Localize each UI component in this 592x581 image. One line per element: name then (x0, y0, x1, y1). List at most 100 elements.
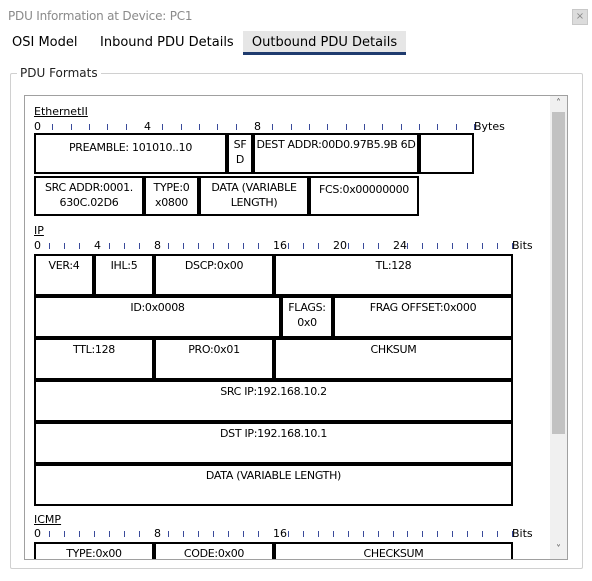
ruler-tick (318, 531, 319, 537)
ip-ver-field: VER:4 (34, 254, 94, 296)
ip-checksum-field: CHKSUM (274, 338, 513, 380)
ip-src-ip-field: SRC IP:192.168.10.2 (34, 380, 513, 422)
ethernet-dest-addr-field: DEST ADDR:00D0.97B5.9B 6D (253, 133, 419, 174)
icmp-section-title: ICMP (34, 513, 62, 526)
ip-unit-label: Bits (512, 239, 533, 252)
ruler-tick (107, 124, 108, 130)
ruler-number: 16 (273, 527, 287, 540)
ethernet-preamble-field: PREAMBLE: 101010..10 (34, 133, 227, 174)
ruler-tick (79, 531, 80, 537)
ruler-tick (474, 124, 475, 130)
ruler-tick (407, 531, 408, 537)
ruler-tick (236, 124, 237, 130)
tab-inbound-pdu-details[interactable]: Inbound PDU Details (100, 35, 234, 50)
ruler-number: 8 (254, 120, 261, 133)
ruler-tick (162, 124, 163, 130)
tab-outbound-pdu-details[interactable]: Outbound PDU Details (243, 31, 406, 55)
ruler-tick (181, 124, 182, 130)
ruler-tick (71, 124, 72, 130)
ruler-tick (467, 243, 468, 249)
ruler-tick (482, 531, 483, 537)
ip-section-title: IP (34, 224, 44, 237)
ruler-tick (327, 124, 328, 130)
ruler-tick (482, 243, 483, 249)
scrollbar-thumb[interactable] (552, 112, 565, 434)
ruler-tick (126, 124, 127, 130)
ethernet-unit-label: Bytes (474, 120, 505, 133)
ruler-tick (198, 531, 199, 537)
ethernet-type-field: TYPE:0 x0800 (144, 176, 199, 216)
ruler-tick (291, 124, 292, 130)
ruler-number: 0 (34, 527, 41, 540)
ruler-tick (168, 243, 169, 249)
ruler-tick (258, 531, 259, 537)
ruler-tick (124, 243, 125, 249)
ruler-tick (363, 531, 364, 537)
ruler-tick (512, 243, 513, 249)
ruler-tick (378, 531, 379, 537)
tab-osi-model[interactable]: OSI Model (12, 35, 78, 50)
ruler-number: 0 (34, 239, 41, 252)
ruler-tick (467, 531, 468, 537)
ruler-tick (288, 243, 289, 249)
scroll-up-icon[interactable]: ˄ (556, 98, 561, 109)
ip-dscp-field: DSCP:0x00 (154, 254, 274, 296)
ruler-tick (258, 243, 259, 249)
ruler-tick (512, 531, 513, 537)
ip-data-field: DATA (VARIABLE LENGTH) (34, 464, 513, 506)
ruler-tick (452, 243, 453, 249)
scroll-down-icon[interactable]: ˅ (556, 544, 561, 555)
ruler-tick (348, 243, 349, 249)
ruler-tick (243, 243, 244, 249)
ruler-tick (378, 243, 379, 249)
ruler-tick (407, 243, 408, 249)
ruler-tick (94, 531, 95, 537)
ethernet-section-title: EthernetII (34, 105, 88, 118)
ruler-tick (49, 243, 50, 249)
vertical-scrollbar[interactable]: ˄ ˅ (550, 96, 567, 559)
ruler-tick (109, 531, 110, 537)
ruler-number: 24 (393, 239, 407, 252)
ruler-tick (497, 243, 498, 249)
ruler-number: 0 (34, 120, 41, 133)
ip-dst-ip-field: DST IP:192.168.10.1 (34, 422, 513, 464)
ruler-tick (124, 531, 125, 537)
ruler-tick (456, 124, 457, 130)
ruler-tick (318, 243, 319, 249)
ruler-tick (139, 243, 140, 249)
ip-id-field: ID:0x0008 (34, 296, 281, 338)
ruler-tick (422, 531, 423, 537)
ruler-number: 4 (94, 239, 101, 252)
ruler-tick (109, 243, 110, 249)
ruler-tick (288, 531, 289, 537)
ruler-tick (346, 124, 347, 130)
ip-flags-field: FLAGS: 0x0 (281, 296, 333, 338)
pdu-formats-label: PDU Formats (17, 66, 101, 80)
pdu-formats-group (10, 73, 583, 569)
ip-total-length-field: TL:128 (274, 254, 513, 296)
ruler-number: 4 (144, 120, 151, 133)
ip-protocol-field: PRO:0x01 (154, 338, 274, 380)
ruler-tick (213, 531, 214, 537)
ruler-tick (382, 124, 383, 130)
ruler-number: 20 (333, 239, 347, 252)
ip-ttl-field: TTL:128 (34, 338, 154, 380)
ip-ihl-field: IHL:5 (94, 254, 154, 296)
ethernet-padding-field (419, 133, 474, 174)
ethernet-data-field: DATA (VARIABLE LENGTH) (199, 176, 309, 216)
ruler-tick (401, 124, 402, 130)
pdu-scroll-area[interactable]: EthernetII 0 4 8 Bytes PREAMBLE: 101010..1… (24, 95, 568, 560)
ruler-number: 16 (273, 239, 287, 252)
ruler-tick (437, 531, 438, 537)
close-icon[interactable]: × (572, 9, 588, 25)
title-bar: PDU Information at Device: PC1 × (0, 0, 592, 31)
icmp-checksum-field: CHECKSUM (274, 542, 513, 559)
ruler-tick (243, 531, 244, 537)
window-title: PDU Information at Device: PC1 (8, 9, 193, 23)
ruler-tick (303, 531, 304, 537)
ruler-tick (228, 531, 229, 537)
ruler-tick (139, 531, 140, 537)
ethernet-src-addr-field: SRC ADDR:0001. 630C.02D6 (34, 176, 144, 216)
ruler-tick (213, 243, 214, 249)
tab-bar: OSI Model Inbound PDU Details Outbound P… (0, 31, 592, 55)
